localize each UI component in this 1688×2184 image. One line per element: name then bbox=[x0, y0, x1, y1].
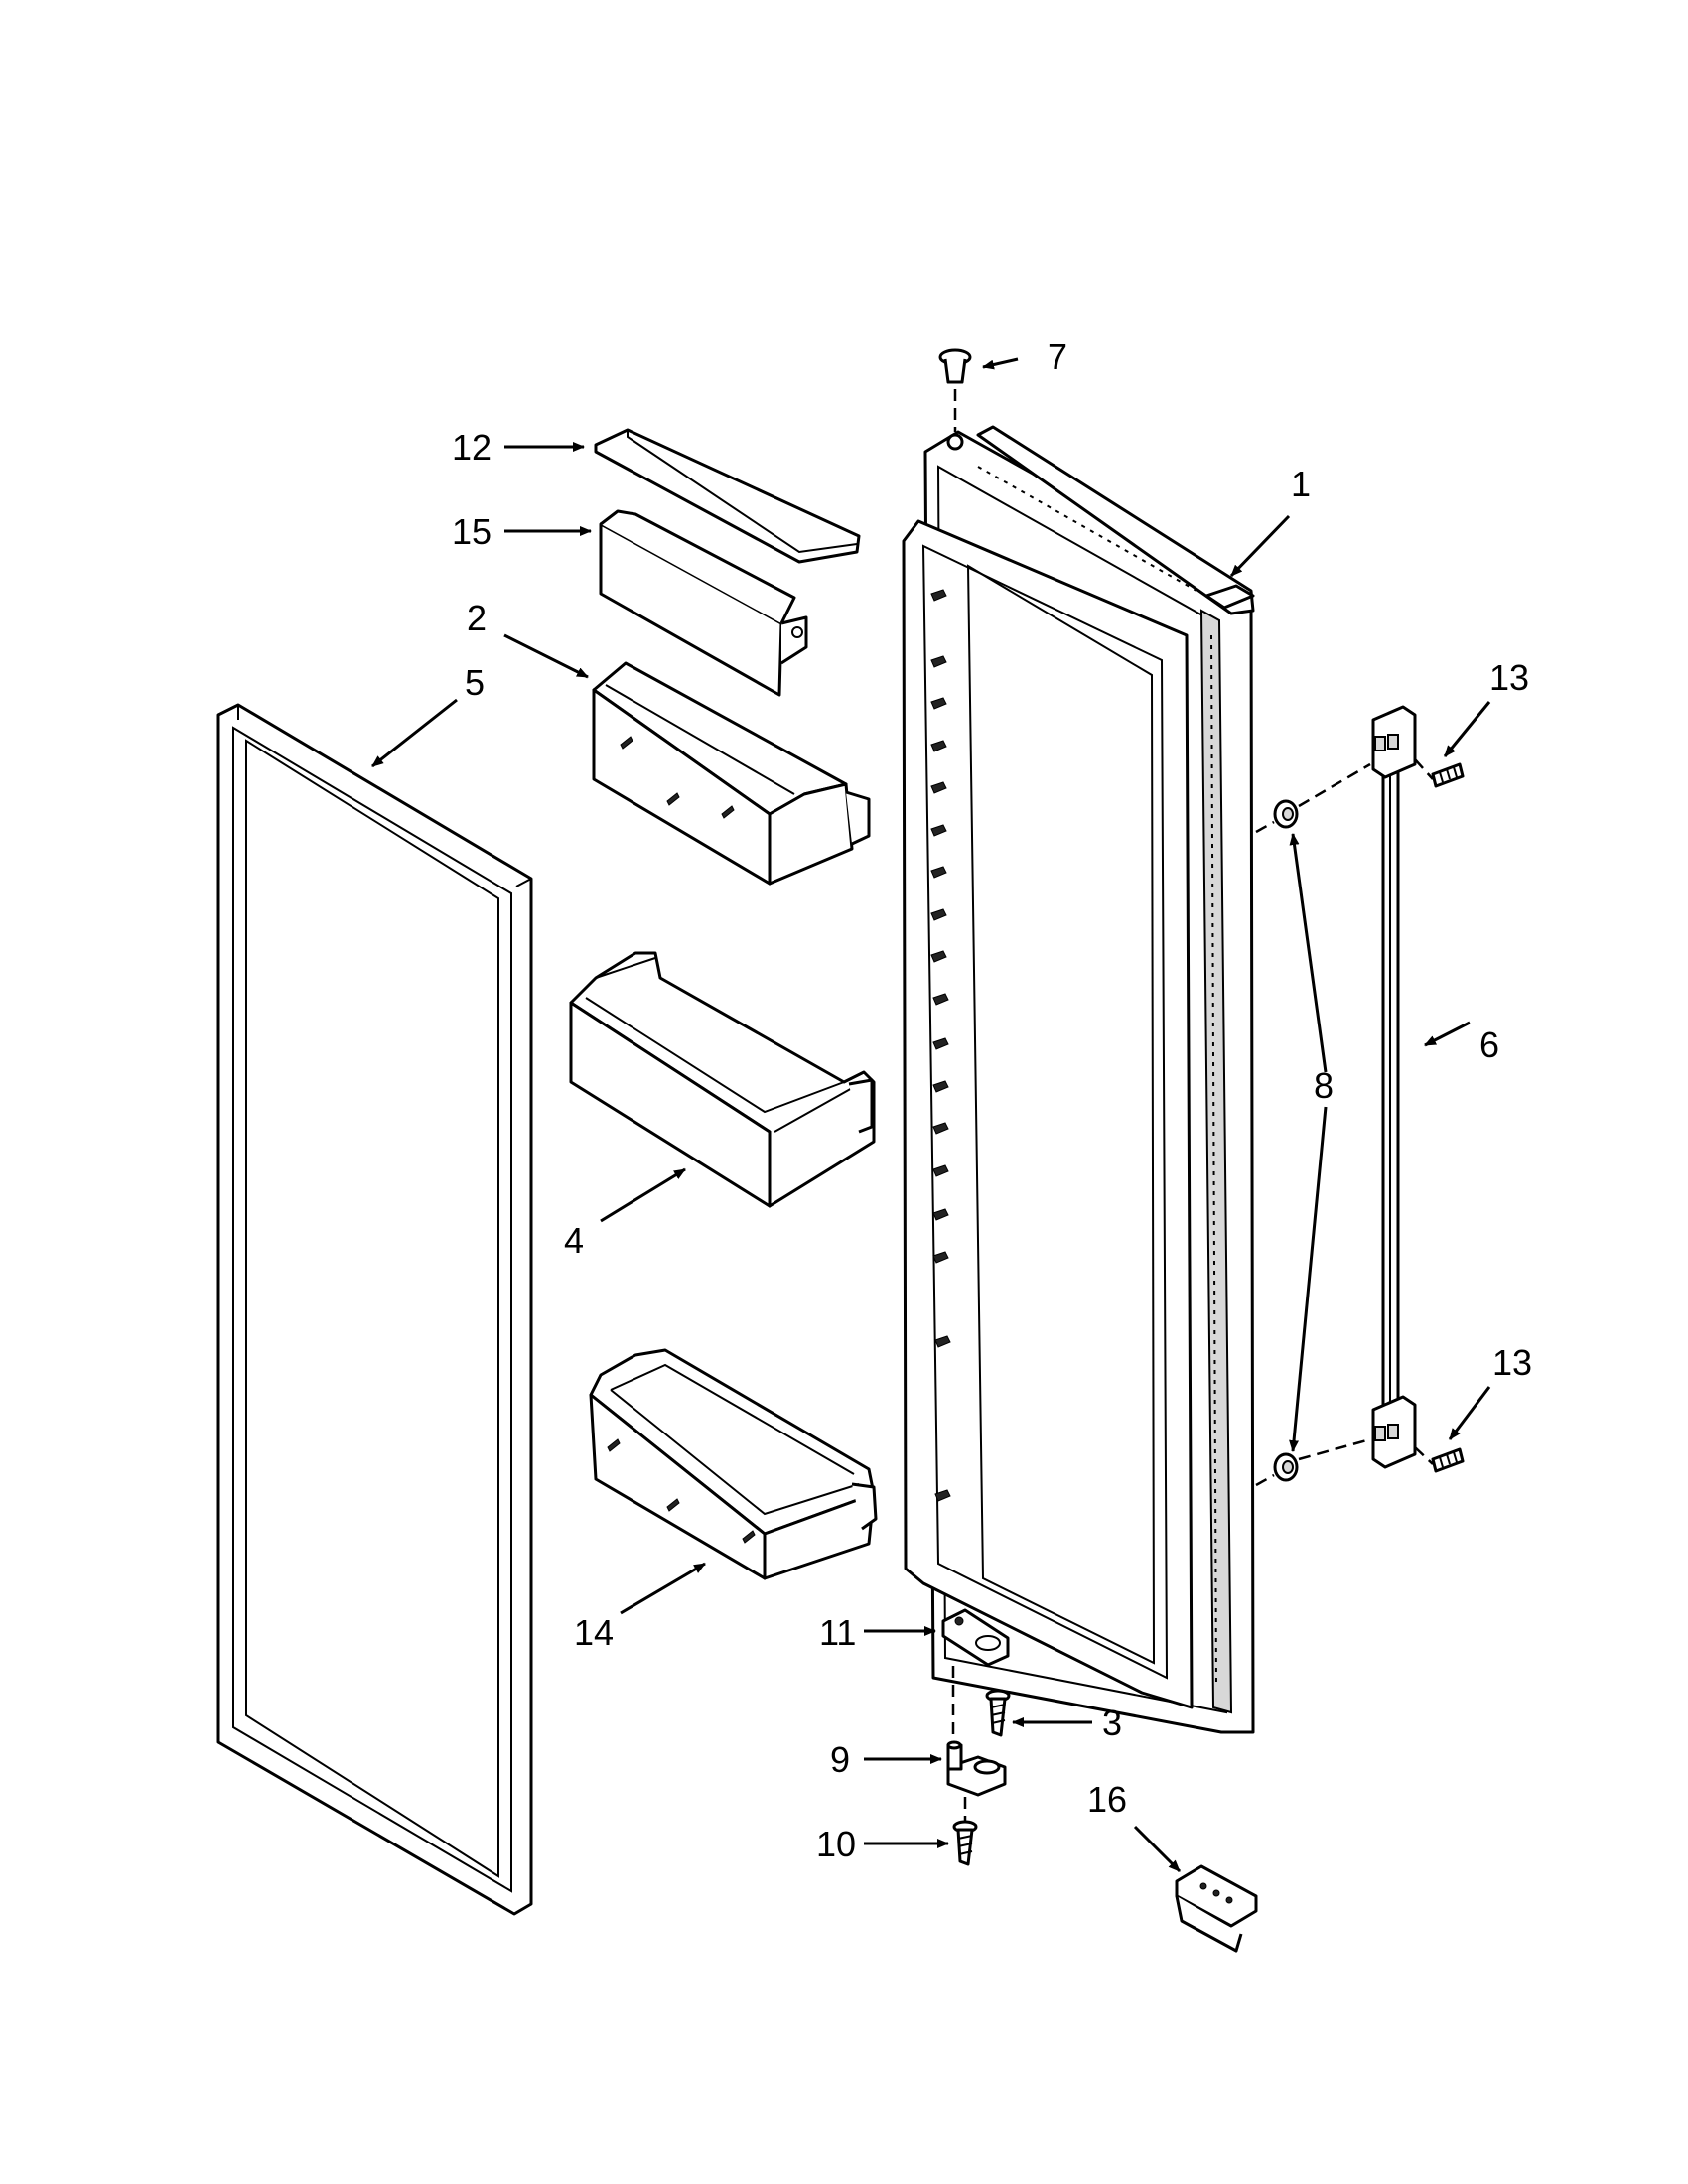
callout-3: 3 bbox=[1102, 1703, 1122, 1743]
door-handle bbox=[1371, 705, 1417, 1469]
callout-16: 16 bbox=[1087, 1779, 1127, 1820]
door-bin-14 bbox=[589, 1348, 878, 1580]
hinge-shim bbox=[941, 1608, 1010, 1667]
callout-9: 9 bbox=[830, 1739, 850, 1780]
spacer-lower bbox=[1273, 1452, 1299, 1482]
spacer-upper bbox=[1273, 799, 1299, 829]
callout-6: 6 bbox=[1479, 1024, 1499, 1065]
callout-2: 2 bbox=[467, 598, 487, 638]
callout-15: 15 bbox=[452, 511, 492, 552]
hinge-pin-7 bbox=[938, 348, 972, 451]
callout-4: 4 bbox=[564, 1220, 584, 1261]
callout-labels: 1 2 3 4 5 6 7 8 9 10 11 12 13 13 14 15 1… bbox=[452, 337, 1532, 1864]
screw-3 bbox=[985, 1689, 1011, 1737]
door-bin-4 bbox=[569, 951, 876, 1208]
door-bin-2 bbox=[592, 661, 871, 886]
callout-12: 12 bbox=[452, 427, 492, 468]
door-gasket bbox=[216, 703, 533, 1916]
bracket-16 bbox=[1175, 1864, 1258, 1953]
callout-11: 11 bbox=[819, 1612, 856, 1653]
callout-13-lower: 13 bbox=[1492, 1342, 1532, 1383]
callout-8: 8 bbox=[1314, 1065, 1334, 1106]
callout-10: 10 bbox=[816, 1824, 856, 1864]
screw-10 bbox=[952, 1820, 978, 1866]
callout-14: 14 bbox=[574, 1612, 614, 1653]
handle-screw-lower bbox=[1431, 1447, 1465, 1473]
shelf-cover-12 bbox=[594, 428, 861, 564]
callout-1: 1 bbox=[1291, 464, 1311, 504]
handle-screw-upper bbox=[1431, 762, 1465, 788]
shelf-cover-15 bbox=[599, 509, 808, 697]
bottom-hinge bbox=[946, 1740, 1007, 1797]
leader-lines bbox=[371, 357, 1491, 1873]
callout-13-upper: 13 bbox=[1489, 657, 1529, 698]
callout-5: 5 bbox=[465, 662, 485, 703]
callout-7: 7 bbox=[1048, 337, 1067, 377]
refrigerator-door bbox=[902, 425, 1255, 1734]
